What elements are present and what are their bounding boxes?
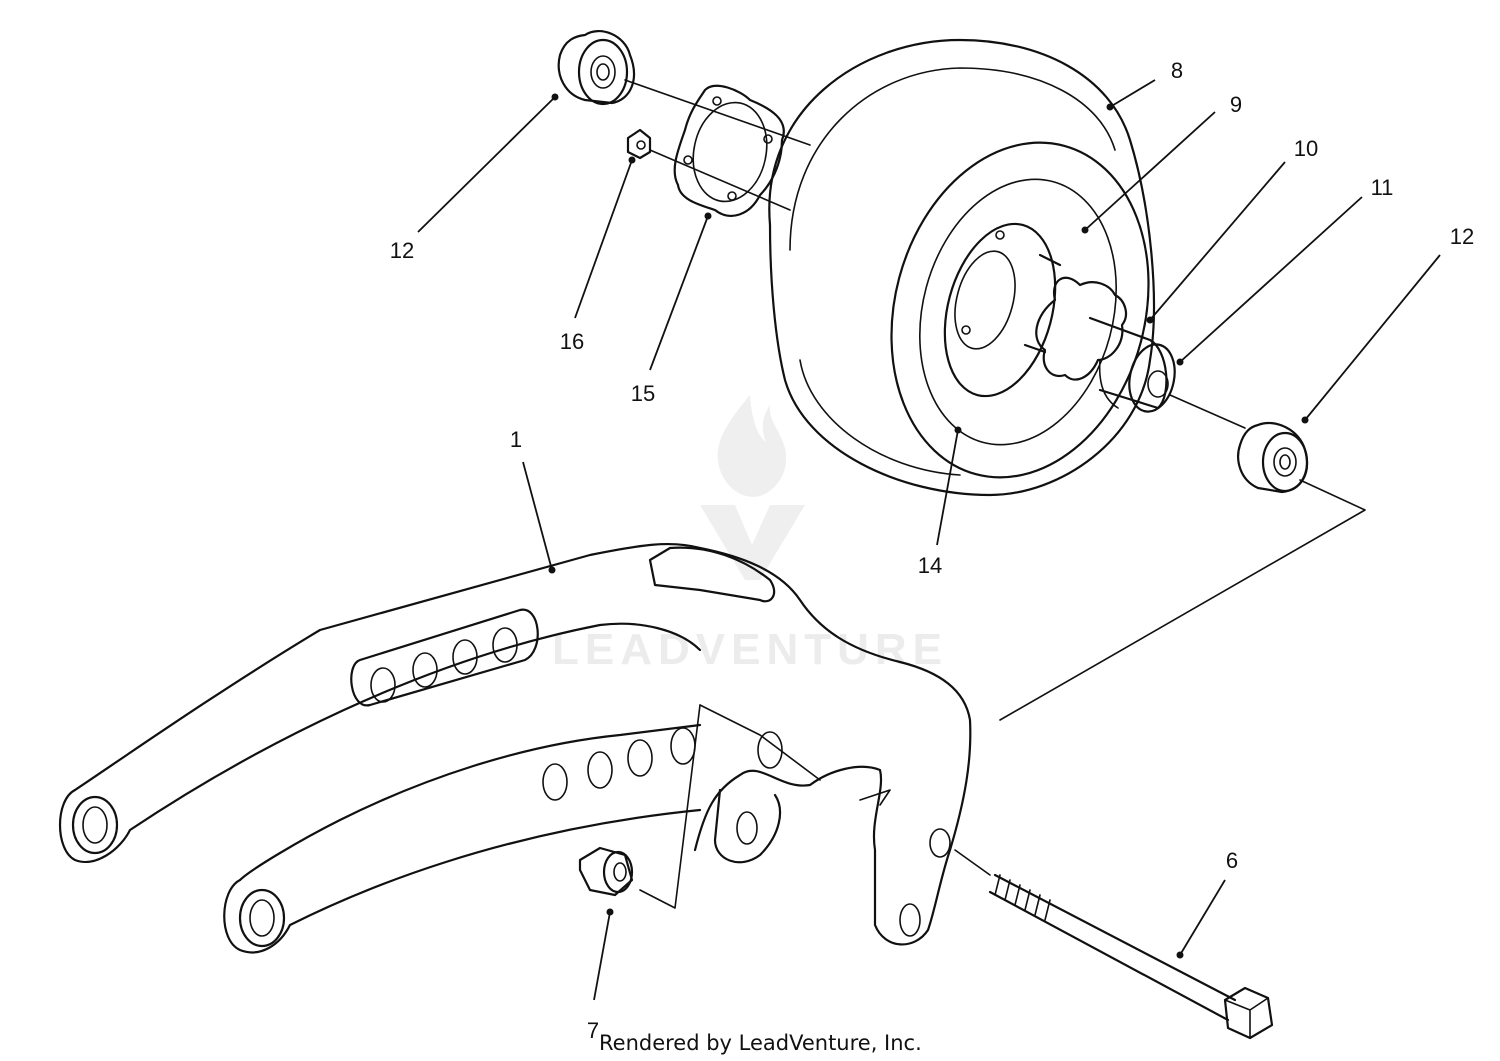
swing-arm [58, 542, 972, 954]
bearing-upper [557, 30, 635, 106]
axle-lines [624, 79, 1366, 721]
callout-9: 9 [1230, 92, 1242, 117]
watermark: LEADVENTURE [552, 395, 948, 674]
bearing-lower [1237, 421, 1309, 494]
callout-6: 6 [1226, 848, 1238, 873]
callout-8: 8 [1171, 58, 1183, 83]
callout-11: 11 [1371, 175, 1394, 200]
callout-10: 10 [1294, 136, 1318, 161]
lock-nut [578, 704, 701, 909]
callout-15: 15 [631, 381, 655, 406]
callout-1: 1 [510, 427, 522, 452]
watermark-v-icon [700, 505, 805, 580]
bolt [954, 849, 1274, 1040]
watermark-flame-icon [717, 395, 787, 497]
callout-labels: 1 6 7 8 9 10 11 12 12 14 15 16 [390, 58, 1474, 1043]
callout-14: 14 [918, 553, 942, 578]
hub-assembly [1023, 253, 1176, 413]
callout-12-lower: 12 [1450, 224, 1474, 249]
credit-text: Rendered by LeadVenture, Inc. [599, 1031, 922, 1055]
flange-and-nut [626, 84, 785, 217]
watermark-text: LEADVENTURE [552, 625, 948, 674]
leader-lines [417, 79, 1441, 1001]
tire-assembly [768, 38, 1156, 497]
callout-7: 7 [587, 1018, 599, 1043]
callout-12-upper: 12 [390, 238, 414, 263]
callout-16: 16 [560, 329, 584, 354]
